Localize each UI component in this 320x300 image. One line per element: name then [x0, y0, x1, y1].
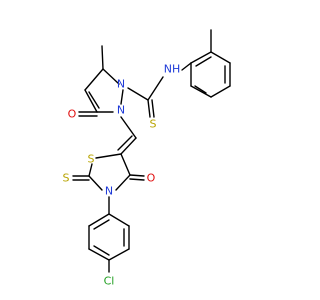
molecule-structure: N N NH S O S O N S Cl: [63, 29, 231, 288]
atom-n-pyrazole-1: N: [117, 104, 125, 117]
bond-tol-2: [210, 51, 231, 64]
atom-n-pyrazole-2: N: [117, 78, 125, 91]
bond-n2-cthio: [127, 87, 149, 101]
bond-ar-in-2: [93, 245, 110, 256]
bond-ar-6: [88, 213, 110, 227]
bond-cthio-nh: [147, 76, 164, 101]
bond-ch-c5thz-double: [117, 135, 133, 151]
bond-c4-c5-double: [88, 91, 100, 109]
atom-labels: N N NH S O S O N S Cl: [63, 63, 181, 288]
bond-c3-c4: [84, 68, 104, 91]
bond-tol-5: [190, 85, 212, 98]
bond-c2-s1: [88, 163, 93, 177]
atom-cl: Cl: [104, 275, 115, 288]
bond-ar-4: [88, 248, 110, 261]
bond-c5-c4: [120, 153, 131, 176]
bond-n3-c2: [88, 175, 103, 191]
bond-tol-4: [210, 85, 231, 98]
bond-ar-in-3: [93, 219, 110, 230]
bond-nh-tolyl: [181, 62, 192, 71]
atom-s-thioamide: S: [150, 118, 157, 131]
atom-o-thiazolidine: O: [147, 172, 156, 185]
bond-ar-1: [108, 213, 130, 227]
bond-ch-c5thz: [120, 137, 137, 155]
bond-tol-1: [190, 51, 212, 64]
bond-n1-ch: [120, 116, 137, 139]
atom-s-thiazolidine: S: [88, 153, 95, 166]
bond-methyl-c3: [101, 45, 104, 70]
bond-c3-n2: [102, 68, 120, 85]
bond-cthio-s-double: [151, 99, 155, 118]
bond-tol-in-1: [195, 56, 212, 67]
molecule-canvas: N N NH S O S O N S Cl: [62, 29, 231, 288]
bond-c4-o: [129, 174, 145, 177]
bond-cthio-s: [147, 99, 151, 118]
bond-tol-in-3: [194, 85, 207, 94]
bond-ar-3: [108, 248, 130, 261]
bond-c4-o-double: [129, 178, 145, 181]
atom-s-thioxo: S: [63, 172, 70, 185]
bond-c4-c5: [84, 89, 98, 113]
bond-n1-n2: [120, 89, 124, 105]
bond-c5-s1: [95, 153, 122, 159]
atom-nh-amide: NH: [164, 63, 181, 76]
bonds: [72, 29, 231, 273]
atom-n-thiazolidine: N: [105, 185, 113, 198]
atom-o-pyrazolone: O: [68, 108, 77, 121]
bond-c4-n3: [115, 174, 131, 191]
